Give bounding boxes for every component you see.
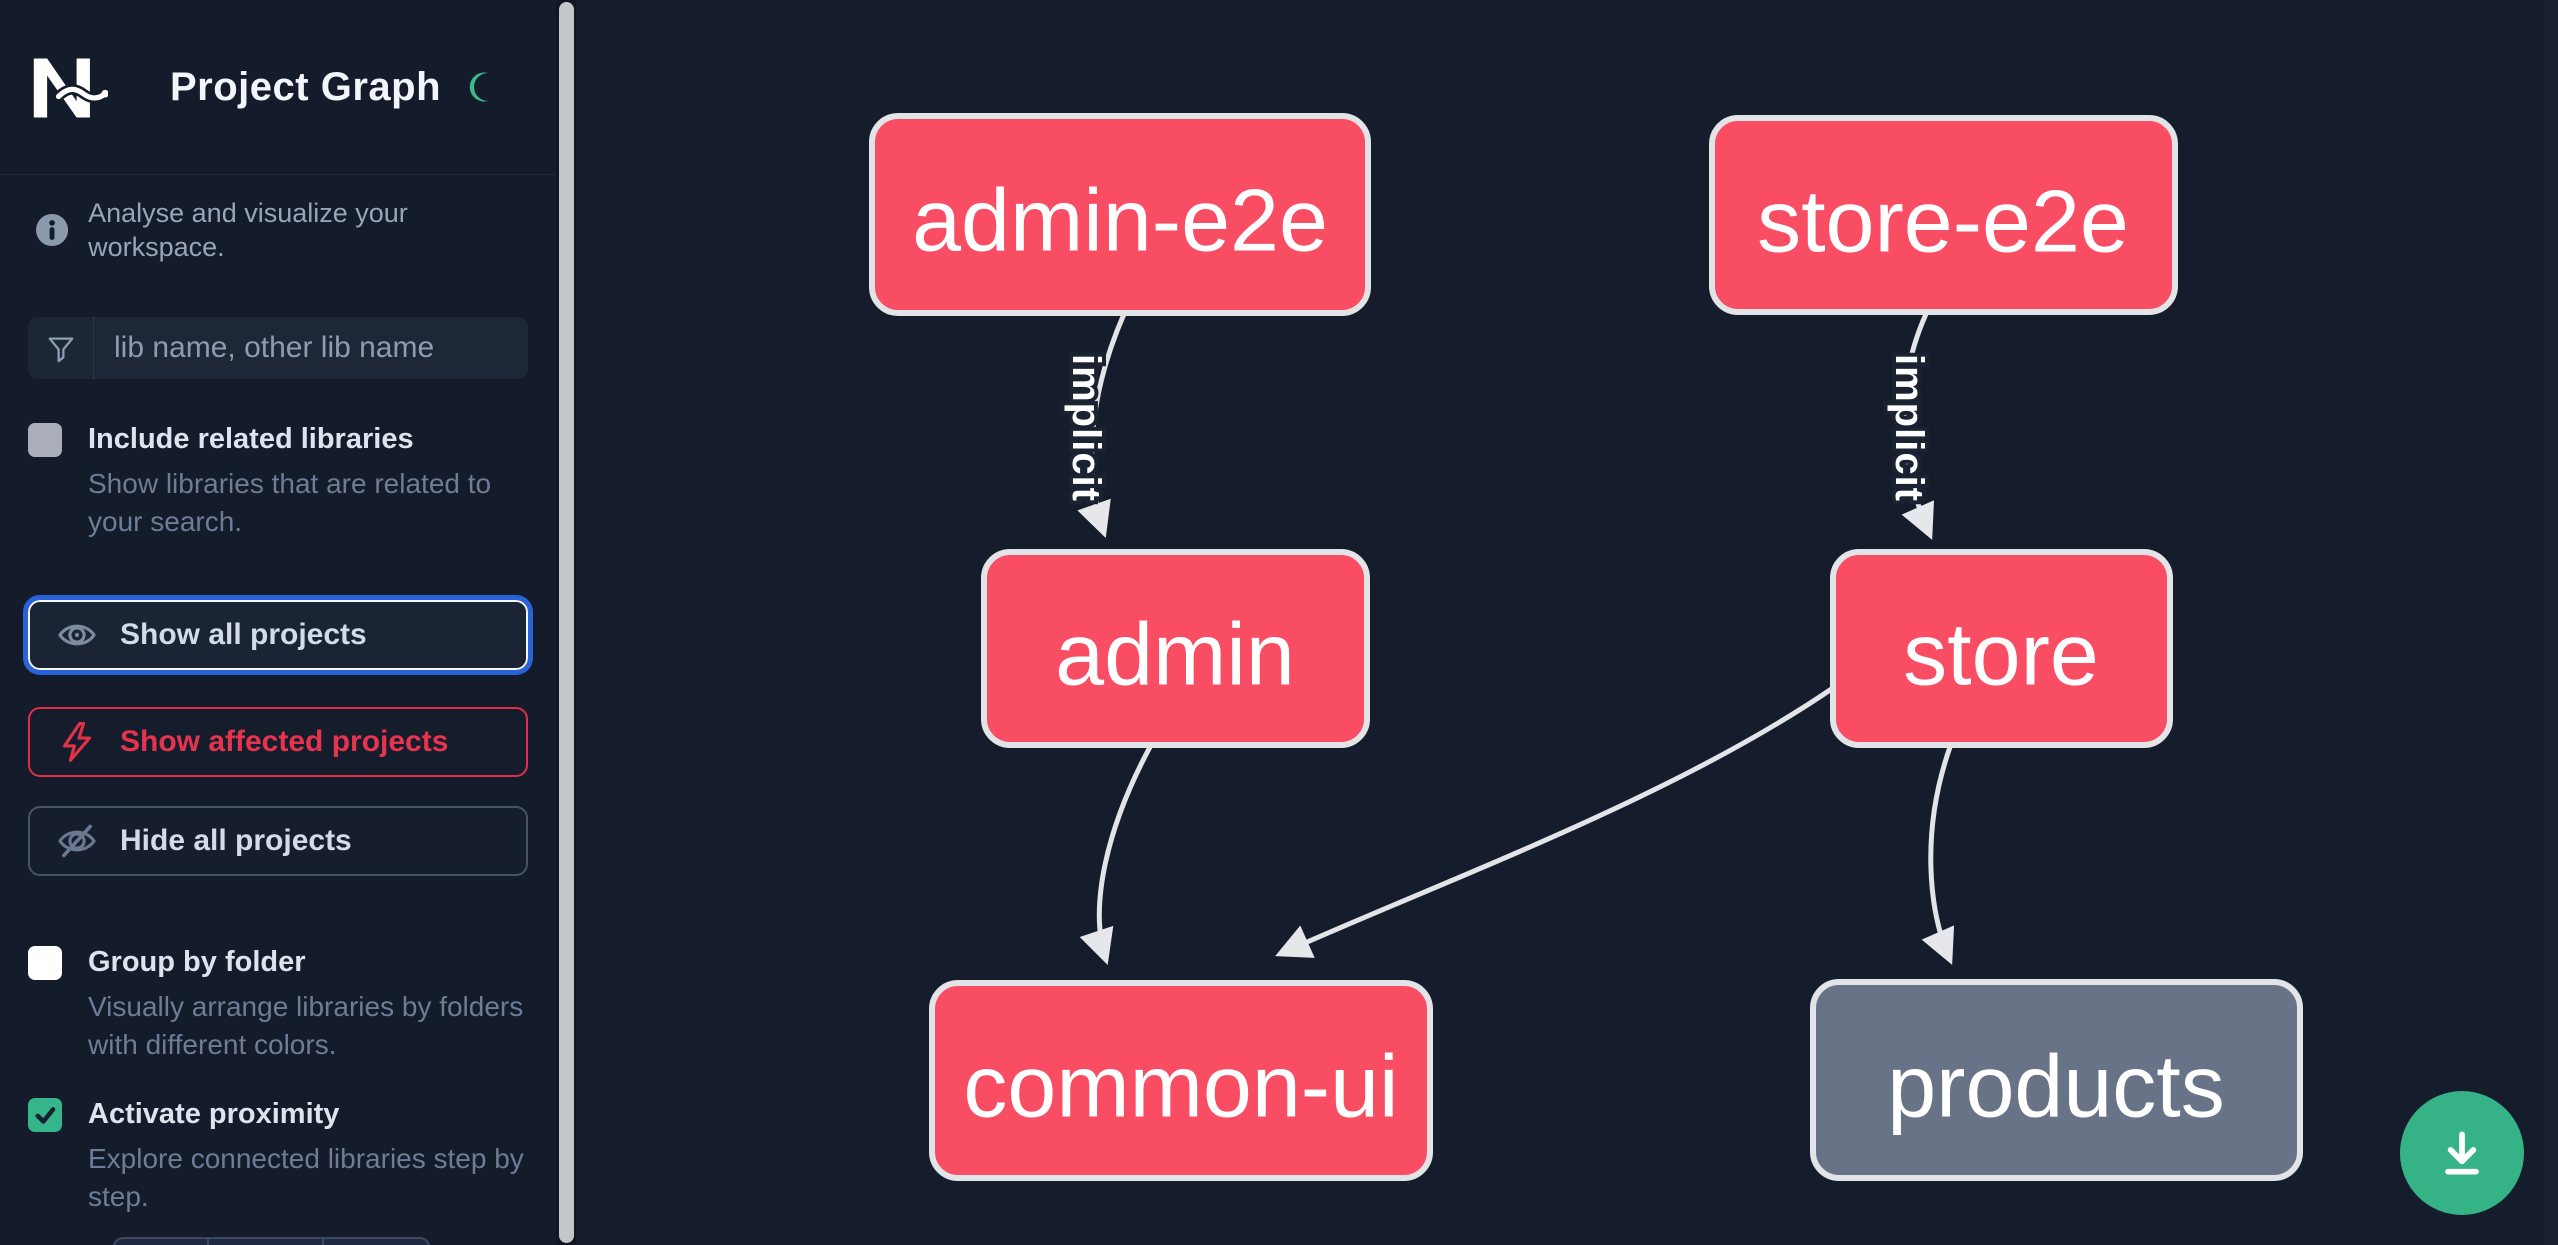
project-graph-svg: admin-e2e store-e2e admin store common-u… [869,113,2303,1181]
tagline-row: Analyse and visualize your workspace. [36,196,526,264]
info-icon [36,213,69,247]
proximity-depth-stepper[interactable] [113,1237,430,1245]
download-image-button[interactable] [2400,1091,2524,1215]
show-affected-projects-button[interactable]: Show affected projects [28,707,528,777]
check-icon [35,1107,56,1124]
graph-edges [1077,312,1955,966]
button-label: Hide all projects [120,824,352,857]
checkbox-unchecked[interactable] [28,946,62,980]
checkbox-checked[interactable] [28,1098,62,1132]
stepper-divider [207,1239,209,1245]
edge-store-to-common-ui [1275,685,1835,958]
edge-labels: implicit implicit [1060,350,1935,506]
toggle-description: Explore connected libraries step by step… [88,1143,524,1212]
eye-off-icon [58,824,96,858]
svg-text:admin-e2e: admin-e2e [912,171,1328,270]
sidebar: Project Graph Analyse and visualize your… [0,0,576,1245]
edge-store-e2e-to-store [1901,312,1935,540]
svg-text:common-ui: common-ui [963,1037,1398,1136]
toggle-label: Include related libraries [88,423,414,455]
theme-toggle-button[interactable] [465,70,499,104]
edge-admin-e2e-to-admin [1077,313,1127,539]
svg-text:store: store [1903,605,2099,704]
toggle-description: Show libraries that are related to your … [88,468,492,537]
svg-text:products: products [1887,1037,2225,1136]
button-label: Show affected projects [120,725,449,758]
node-admin-e2e[interactable]: admin-e2e [869,113,1371,316]
eye-icon [58,624,96,646]
sidebar-scrollbar-thumb[interactable] [559,2,574,1243]
moon-icon [469,72,489,102]
search-box [28,317,528,379]
page-title: Project Graph [170,64,442,109]
node-products[interactable]: products [1810,979,2303,1181]
filter-funnel-icon [28,317,94,379]
edge-admin-to-common-ui [1079,745,1153,966]
sidebar-scrollbar[interactable] [556,0,576,1245]
activate-proximity-toggle[interactable]: Activate proximity Explore connected lib… [28,1096,538,1216]
stepper-divider [322,1239,324,1245]
group-by-folder-toggle[interactable]: Group by folder Visually arrange librari… [28,944,538,1064]
node-admin[interactable]: admin [981,549,1370,748]
toggle-description: Visually arrange libraries by folders wi… [88,991,524,1060]
graph-nodes: admin-e2e store-e2e admin store common-u… [869,113,2303,1181]
edge-label-implicit: implicit [1887,354,1931,502]
toggle-label: Activate proximity [88,1098,340,1130]
toggle-label: Group by folder [88,946,306,978]
nx-logo-icon [33,58,108,118]
graph-canvas[interactable]: admin-e2e store-e2e admin store common-u… [576,0,2558,1245]
search-input[interactable] [94,317,528,379]
svg-text:admin: admin [1055,605,1295,704]
edge-store-to-products [1921,746,1955,965]
lightning-bolt-icon [62,722,92,762]
node-common-ui[interactable]: common-ui [929,980,1433,1181]
download-icon [2445,1131,2479,1175]
checkbox-unchecked[interactable] [28,423,62,457]
window-scrollbar-track[interactable] [2544,0,2558,1245]
node-store-e2e[interactable]: store-e2e [1709,115,2178,315]
edge-label-implicit: implicit [1064,354,1108,502]
include-related-toggle[interactable]: Include related libraries Show libraries… [28,421,538,541]
button-label: Show all projects [120,618,367,651]
show-all-projects-button[interactable]: Show all projects [23,595,533,675]
node-store[interactable]: store [1830,549,2173,748]
sidebar-header: Project Graph [0,0,556,175]
tagline-text: Analyse and visualize your workspace. [88,198,408,262]
svg-text:store-e2e: store-e2e [1757,172,2129,271]
hide-all-projects-button[interactable]: Hide all projects [28,806,528,876]
